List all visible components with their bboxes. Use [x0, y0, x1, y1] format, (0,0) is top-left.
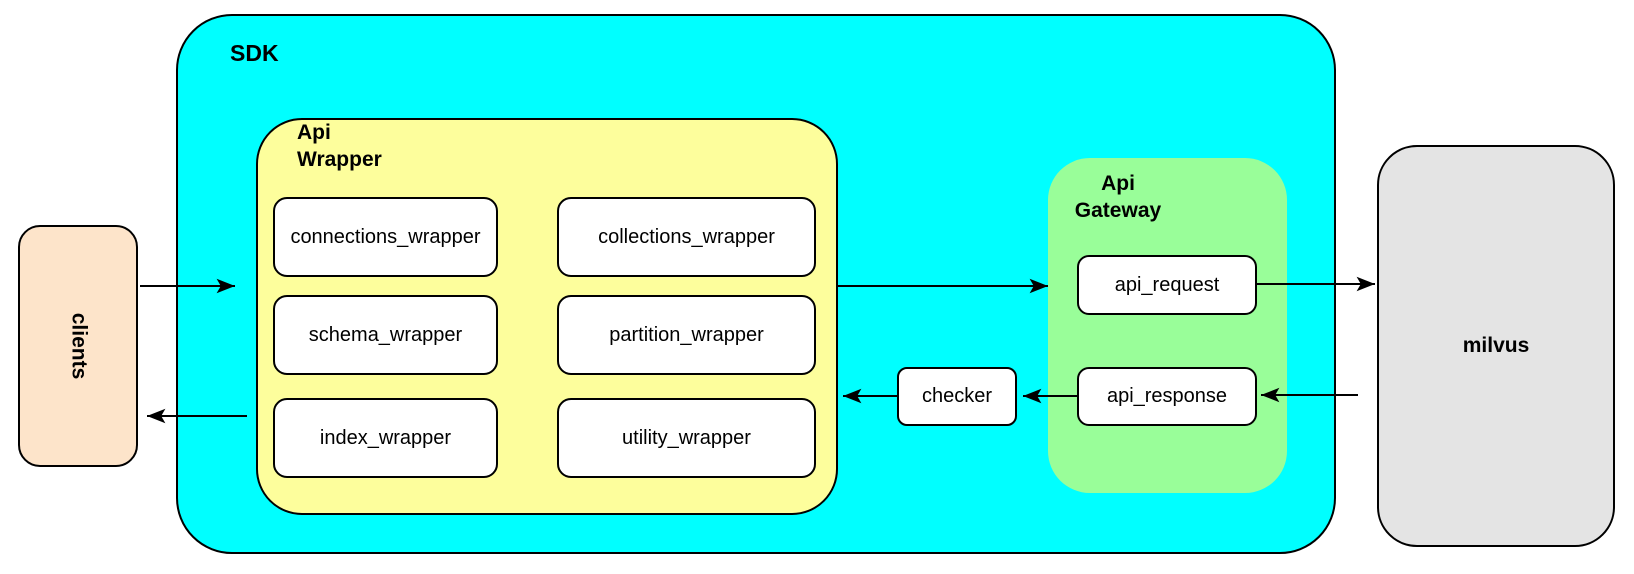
api-wrapper-label-line1: Api: [297, 121, 331, 144]
node-collections-wrapper: collections_wrapper: [557, 197, 816, 277]
node-partition-wrapper: partition_wrapper: [557, 295, 816, 375]
api-wrapper-label: Api Wrapper: [297, 119, 382, 173]
api-request-node: api_request: [1077, 255, 1257, 315]
api-wrapper-label-line2: Wrapper: [297, 148, 382, 171]
node-schema-wrapper: schema_wrapper: [273, 295, 498, 375]
api-response-node: api_response: [1077, 367, 1257, 426]
node-utility-wrapper: utility_wrapper: [557, 398, 816, 478]
clients-label: clients: [67, 312, 90, 380]
api-gateway-label-line1: Api: [1101, 172, 1135, 195]
node-index-wrapper: index_wrapper: [273, 398, 498, 478]
node-connections-wrapper: connections_wrapper: [273, 197, 498, 277]
milvus-label: milvus: [1462, 334, 1530, 357]
api-gateway-label-line2: Gateway: [1074, 199, 1162, 222]
sdk-label: SDK: [230, 40, 279, 66]
checker-node: checker: [897, 367, 1017, 426]
milvus-node: milvus: [1377, 145, 1615, 547]
api-gateway-label: Api Gateway: [1062, 170, 1174, 224]
clients-node: clients: [18, 225, 138, 467]
api-gateway-container: [1048, 158, 1287, 493]
